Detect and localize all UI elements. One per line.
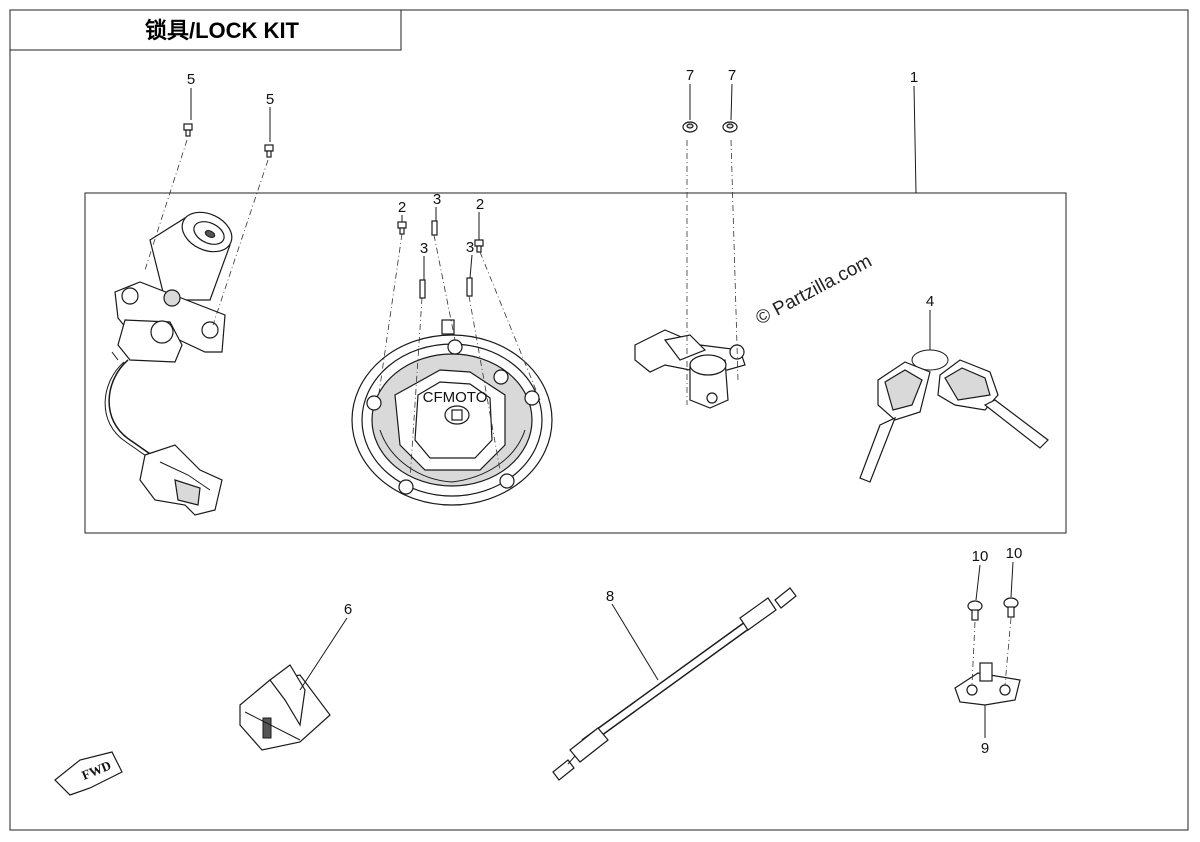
callout-3c: 3 [466, 239, 474, 256]
pin-3-top [431, 220, 438, 236]
screw-2-left [397, 221, 407, 235]
diagram-title: 锁具/LOCK KIT [145, 18, 300, 43]
bracket [239, 664, 331, 751]
keys [859, 349, 1049, 483]
outer-frame [9, 9, 1189, 831]
callout-2a: 2 [398, 199, 406, 216]
callout-7b: 7 [728, 67, 736, 84]
callout-4: 4 [926, 293, 934, 310]
title-box [9, 9, 402, 51]
screw-10-right [1003, 597, 1019, 618]
screw-5-left [183, 123, 193, 137]
callout-10b: 10 [1006, 545, 1023, 562]
ignition-switch [104, 211, 233, 516]
callout-6: 6 [344, 601, 352, 618]
screw-10-left [967, 600, 983, 621]
callout-3a: 3 [433, 191, 441, 208]
pin-3-right [466, 277, 473, 297]
seat-lock-cable [552, 587, 797, 781]
screw-5-right [264, 144, 274, 158]
pin-3-left [419, 279, 426, 299]
latch-plate [954, 662, 1021, 706]
callout-2b: 2 [476, 196, 484, 213]
callout-5b: 5 [266, 91, 274, 108]
kit-box [84, 192, 1067, 534]
screw-2-right [474, 239, 484, 253]
callout-9: 9 [981, 740, 989, 757]
screw-7-left [682, 121, 698, 133]
callout-10a: 10 [972, 548, 989, 565]
callout-7a: 7 [686, 67, 694, 84]
callout-8: 8 [606, 588, 614, 605]
callout-3b: 3 [420, 240, 428, 257]
screw-7-right [722, 121, 738, 133]
callout-5a: 5 [187, 71, 195, 88]
cap-logo: CFMOTO [423, 389, 488, 406]
seat-lock [634, 329, 746, 409]
watermark: © Partzilla.com [752, 251, 875, 330]
fwd-arrow: FWD [54, 751, 123, 796]
callout-1: 1 [910, 69, 918, 86]
fuel-cap: CFMOTO [351, 319, 553, 506]
